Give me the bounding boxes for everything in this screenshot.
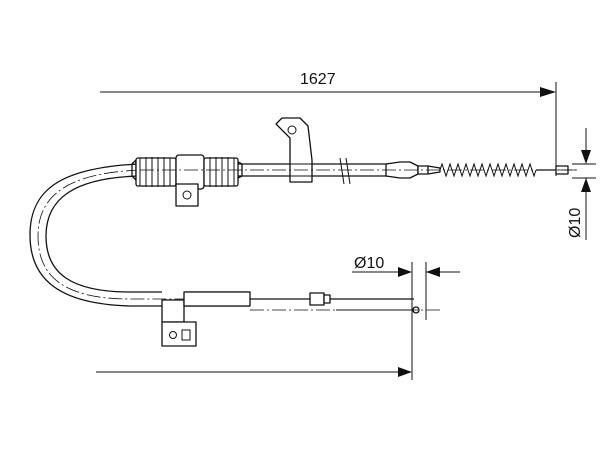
lower-length-dimension — [96, 367, 412, 377]
lower-sleeve — [183, 291, 251, 307]
bottom-diameter-dimension: Ø10 — [352, 255, 460, 380]
bottom-diameter-value: Ø10 — [354, 255, 384, 272]
length-dimension: 1627 — [100, 71, 557, 176]
left-boot — [131, 157, 177, 187]
upper-grommet-bracket — [175, 154, 205, 207]
lower-end-fitting — [250, 292, 440, 314]
right-boot — [203, 157, 243, 187]
length-value: 1627 — [300, 71, 336, 88]
right-diameter-value: Ø10 — [567, 208, 584, 238]
right-diameter-dimension: Ø10 — [567, 128, 596, 240]
break-mark — [339, 157, 351, 185]
lower-grommet-bracket — [161, 299, 197, 347]
upper-mount-bracket — [275, 117, 313, 183]
